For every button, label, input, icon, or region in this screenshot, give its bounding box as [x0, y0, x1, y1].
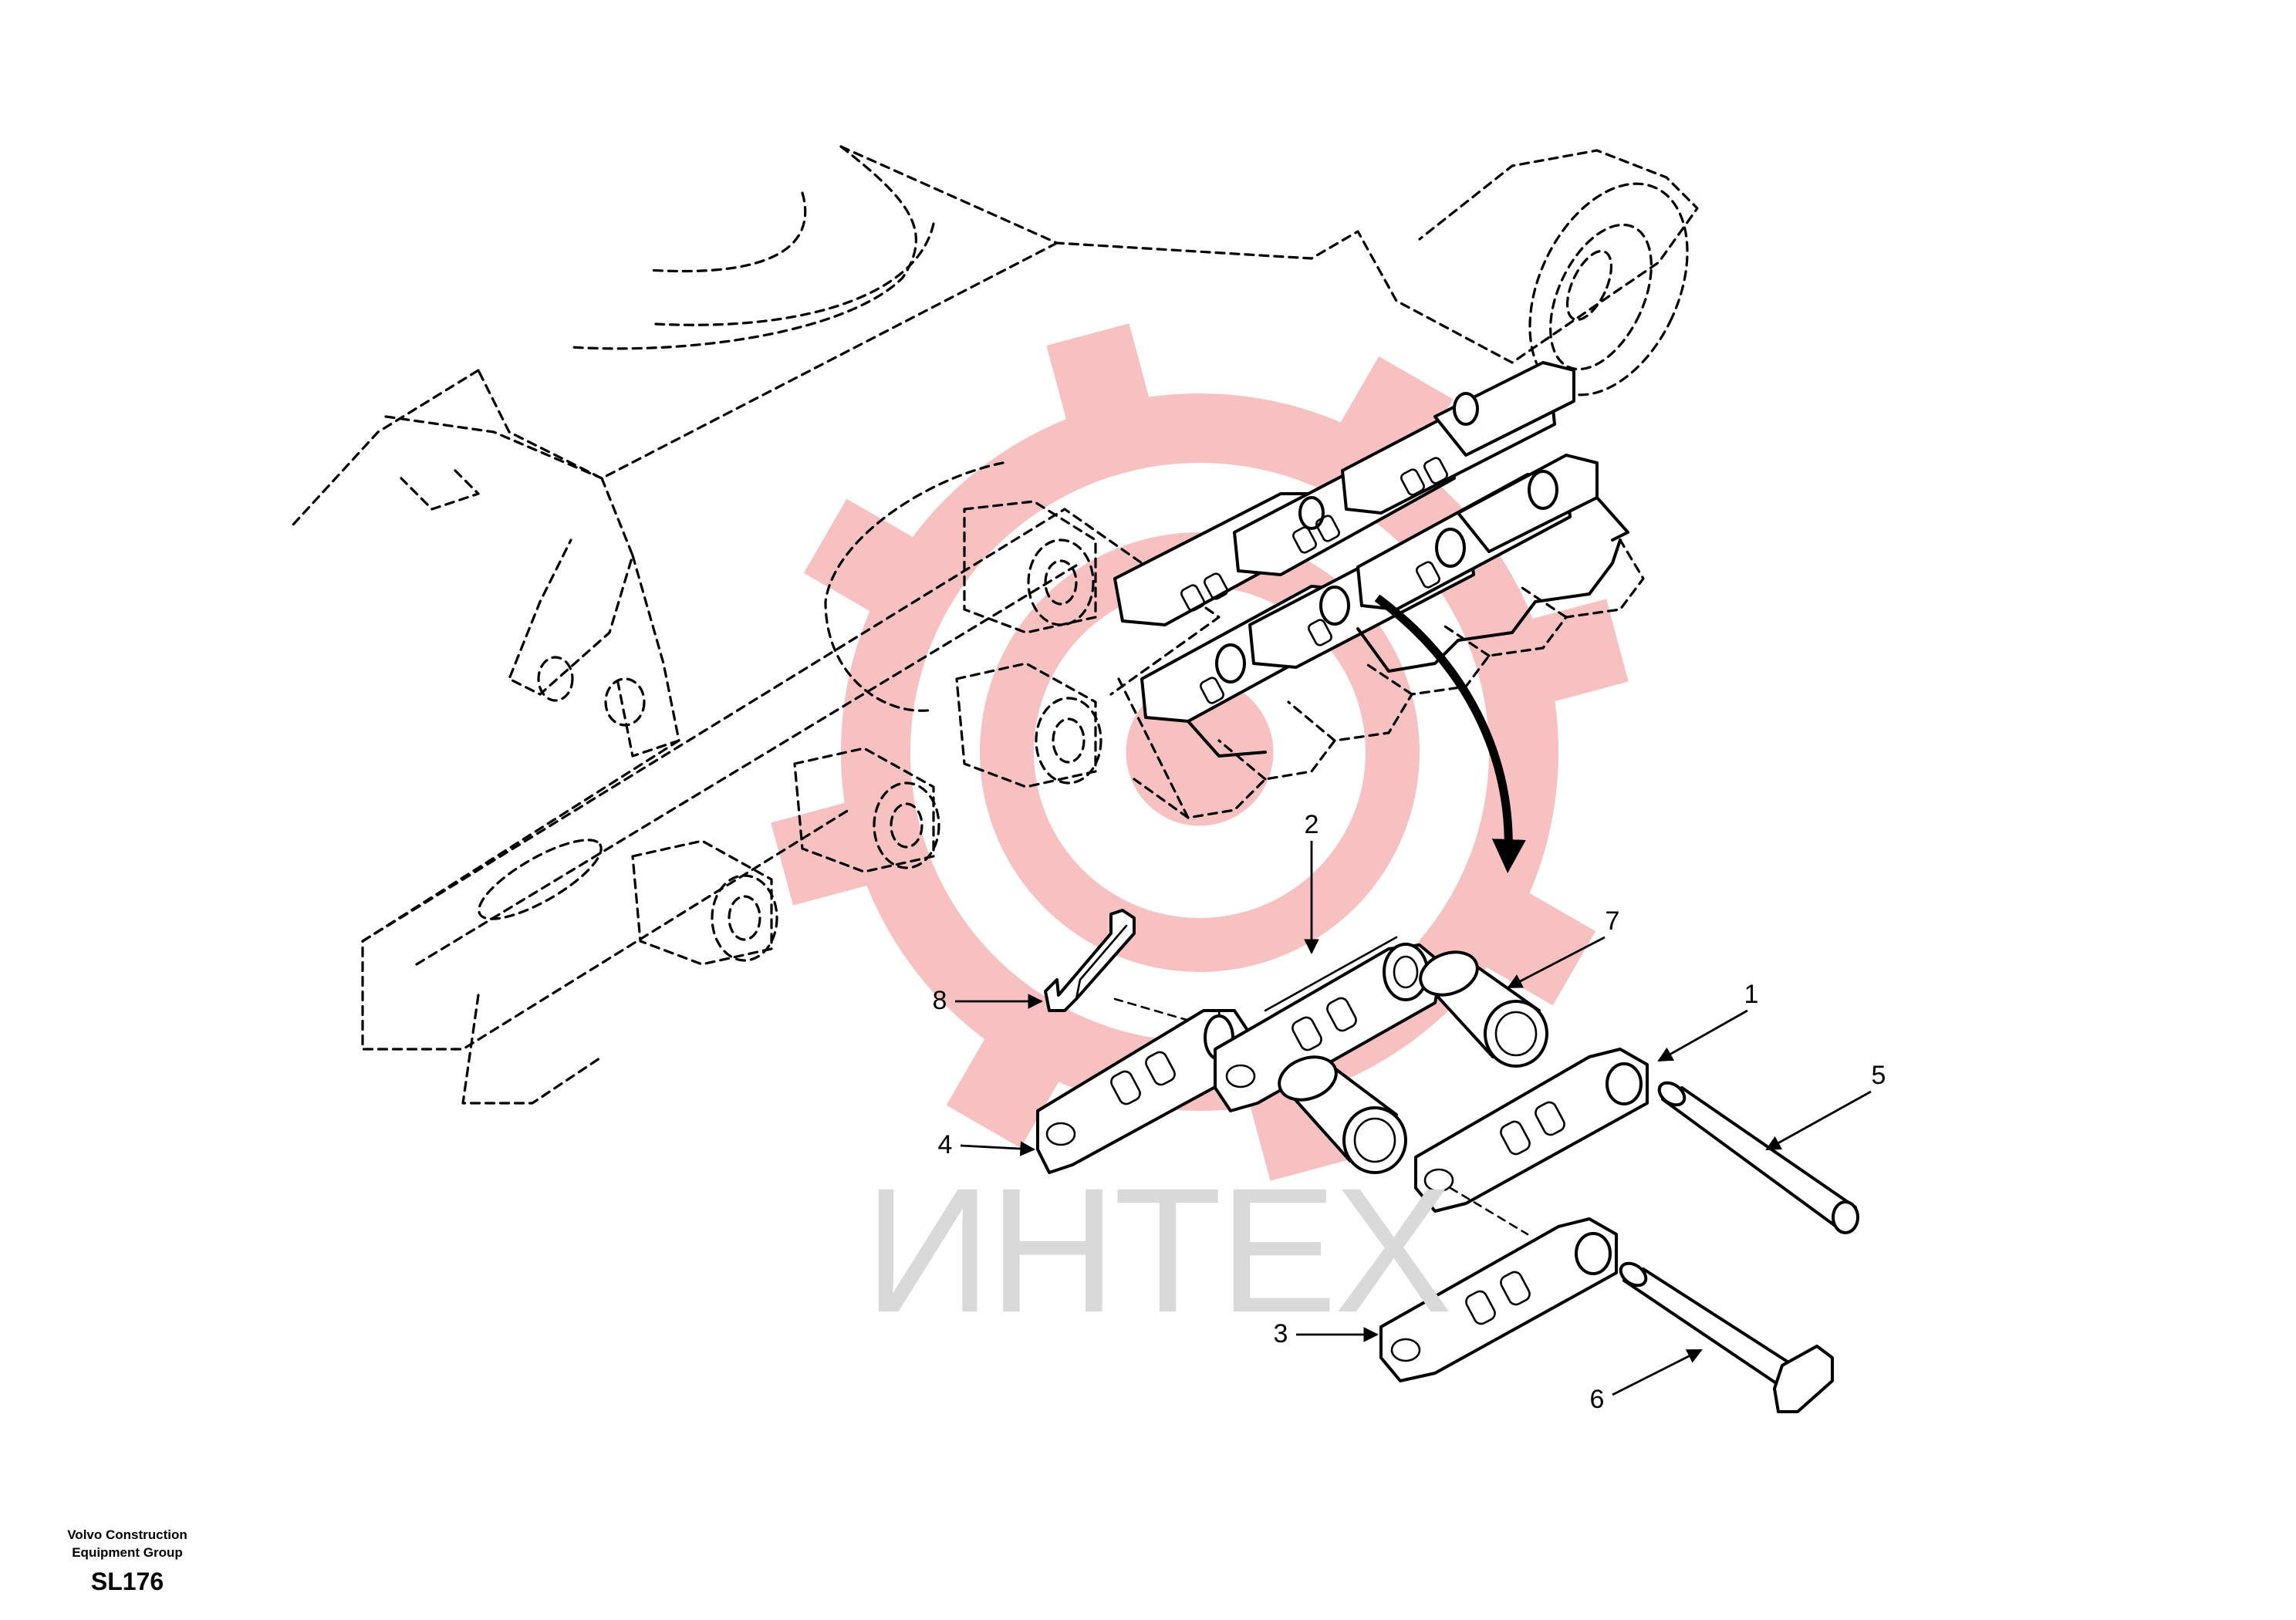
- track-roller-4: [631, 839, 778, 966]
- company-name-line2: Equipment Group: [72, 1545, 183, 1560]
- callout-1: 1: [1657, 980, 1759, 1062]
- chain-windows-assembled: [1180, 457, 1448, 704]
- part-8-lock: [1044, 909, 1136, 1012]
- track-shoes-solid: [1187, 496, 1629, 758]
- upper-chain-link-row: [1113, 361, 1575, 626]
- part-6-pin: [1619, 1261, 1834, 1413]
- part-1-link: [1414, 1048, 1649, 1213]
- bushing-lower: [1278, 1055, 1407, 1174]
- part-2-link: [1214, 936, 1444, 1112]
- svg-text:6: 6: [1590, 1385, 1605, 1414]
- callout-8: 8: [933, 986, 1043, 1015]
- svg-text:8: 8: [933, 986, 947, 1015]
- undercarriage-frame-outline: [292, 145, 1699, 1105]
- chain-pins-assembled: [1215, 392, 1558, 683]
- svg-text:3: 3: [1274, 1319, 1288, 1348]
- svg-text:4: 4: [938, 1130, 953, 1159]
- drawing-code: SL176: [90, 1568, 164, 1595]
- watermark-text: ИНТЕХ: [864, 1151, 1450, 1349]
- part-7-bushing: [1419, 950, 1548, 1068]
- part-5-pin: [1657, 1081, 1859, 1234]
- assembled-track-chain: [1113, 361, 1629, 758]
- part-4-link: [1036, 1009, 1251, 1174]
- callout-2: 2: [1304, 810, 1319, 954]
- track-roller-1: [963, 500, 1097, 634]
- callout-5: 5: [1765, 1061, 1886, 1151]
- callout-3: 3: [1274, 1319, 1379, 1348]
- part-3-link: [1379, 1217, 1618, 1382]
- callout-6: 6: [1590, 1348, 1703, 1414]
- track-roller-2: [955, 662, 1102, 788]
- callouts: 1 2 3 4 5 6 7 8: [933, 810, 1886, 1414]
- track-roller-3: [793, 747, 940, 873]
- svg-text:1: 1: [1744, 980, 1759, 1009]
- company-name-line1: Volvo Construction: [67, 1527, 187, 1542]
- callout-4: 4: [938, 1130, 1035, 1159]
- svg-text:2: 2: [1305, 810, 1319, 839]
- svg-text:7: 7: [1606, 906, 1620, 936]
- explode-arrow: [1374, 594, 1526, 873]
- callout-7: 7: [1507, 906, 1620, 989]
- svg-text:5: 5: [1872, 1061, 1886, 1090]
